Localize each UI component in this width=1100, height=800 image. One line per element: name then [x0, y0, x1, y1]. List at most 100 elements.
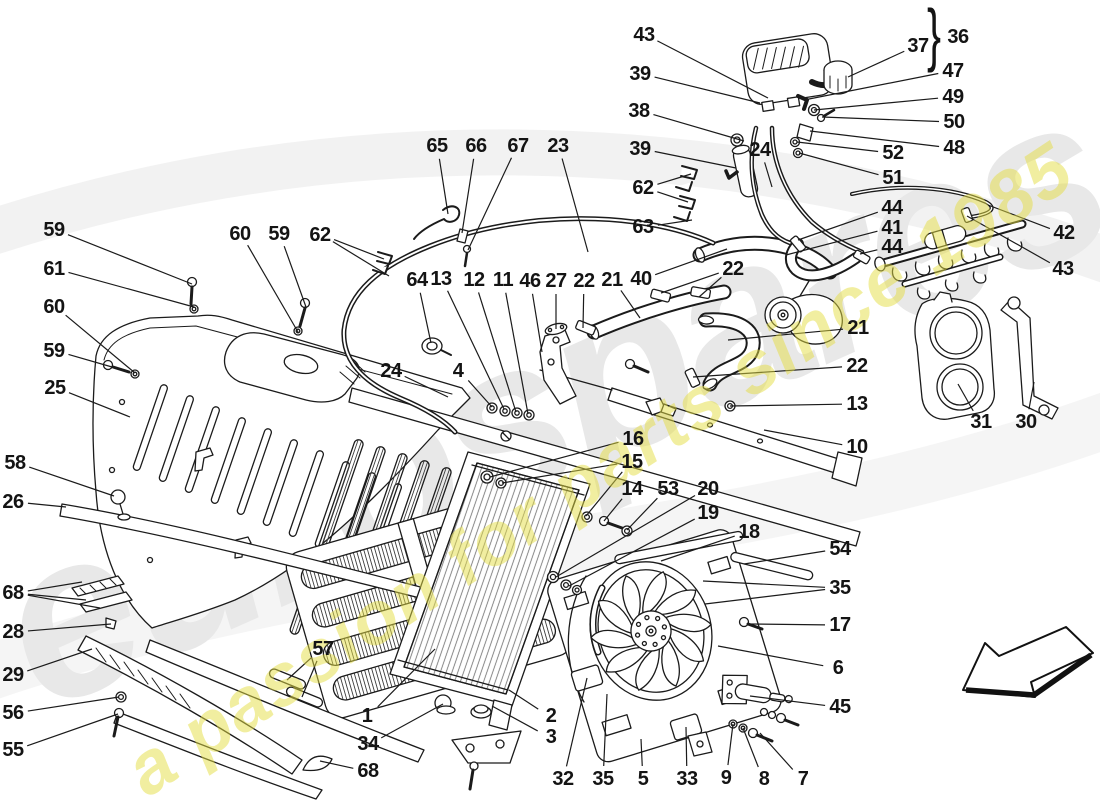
leader-line: [467, 380, 493, 408]
leader-line: [65, 314, 136, 374]
hose-41: [785, 235, 871, 282]
leader-lines: [26, 40, 1051, 770]
leader-line: [698, 276, 722, 298]
leader-line: [847, 50, 905, 78]
leader-line: [813, 97, 939, 111]
leader-line: [797, 211, 878, 241]
leader-line: [654, 150, 737, 169]
leader-line: [582, 293, 585, 329]
leader-line: [626, 497, 658, 531]
seal-band: [348, 387, 861, 547]
leader-line: [748, 623, 826, 626]
leader-line: [27, 593, 87, 601]
leader-line: [717, 645, 824, 667]
leader-line: [501, 463, 618, 484]
leader-line: [247, 244, 299, 333]
leader-line: [729, 403, 843, 407]
leader-line: [796, 141, 879, 153]
leader-line: [27, 648, 93, 672]
leader-line: [743, 550, 826, 565]
leader-line: [419, 292, 432, 344]
leader-line: [660, 535, 735, 562]
leader-line: [1028, 381, 1035, 410]
leader-line: [764, 162, 773, 188]
radiator: [389, 430, 591, 791]
leader-line: [555, 494, 696, 578]
leader-line: [585, 471, 623, 517]
leader-line: [67, 234, 193, 285]
expansion-tank: [741, 33, 853, 113]
leader-line: [380, 703, 444, 739]
twin-circle-bracket: [914, 291, 1059, 420]
leader-line: [505, 292, 529, 415]
leader-line: [798, 152, 879, 176]
hose-lower-s: [684, 312, 761, 392]
leader-line: [657, 40, 769, 99]
leader-line: [286, 657, 313, 681]
leader-line: [657, 173, 692, 185]
leader-line: [283, 245, 307, 308]
leader-line: [657, 219, 693, 226]
leader-line: [653, 113, 745, 142]
thermostat-bracket: [539, 322, 650, 405]
temp-sensor: [645, 397, 736, 417]
leader-line: [727, 723, 734, 766]
top-cover: [223, 332, 366, 403]
leader-line: [531, 293, 543, 353]
leader-line: [27, 696, 120, 712]
leader-line: [620, 290, 641, 319]
leader-line: [489, 441, 619, 478]
leader-line: [966, 215, 1051, 264]
leader-line: [603, 693, 608, 767]
leader-line: [27, 623, 112, 632]
leader-line: [660, 272, 719, 294]
leader-line: [561, 158, 589, 253]
leader-line: [603, 498, 623, 522]
leader-line: [332, 241, 390, 277]
leader-line: [702, 580, 826, 588]
leader-line: [491, 705, 539, 732]
leader-line: [68, 271, 195, 308]
leader-line: [685, 726, 688, 767]
leader-line: [640, 738, 643, 767]
leader-line: [803, 72, 939, 101]
leader-line: [29, 466, 115, 497]
direction-arrow: [962, 626, 1094, 698]
leader-line: [319, 760, 354, 769]
leader-line: [759, 732, 794, 770]
leader-line: [461, 158, 475, 234]
lower-trim-strips: [59, 489, 437, 800]
crossmember: [539, 369, 863, 487]
thin-hoses: [341, 125, 994, 435]
leader-line: [657, 191, 689, 203]
leader-line: [301, 660, 318, 698]
leader-line: [477, 292, 517, 413]
leader-line: [809, 130, 940, 148]
leader-line: [763, 429, 843, 446]
leader-line: [68, 353, 113, 368]
leader-line: [447, 290, 505, 410]
hose-upper: [575, 284, 732, 340]
leader-line: [467, 157, 513, 251]
leader-line: [377, 648, 436, 708]
leader-line: [27, 594, 101, 609]
leader-line: [749, 695, 826, 707]
leader-line: [26, 713, 119, 747]
clips-hardware: [102, 165, 698, 379]
radiator-fasteners: [480, 402, 633, 596]
leader-line: [957, 383, 974, 412]
leader-line: [727, 328, 844, 341]
rail: [874, 206, 1027, 300]
leader-line: [565, 677, 588, 767]
leader-line: [404, 375, 449, 398]
leader-line: [27, 581, 83, 592]
leader-line: [859, 249, 878, 255]
leader-line: [438, 158, 449, 215]
leader-line: [987, 204, 1051, 230]
leader-line: [568, 518, 696, 587]
leader-line: [821, 116, 940, 123]
leader-line: [333, 239, 385, 260]
leader-line: [704, 588, 826, 605]
